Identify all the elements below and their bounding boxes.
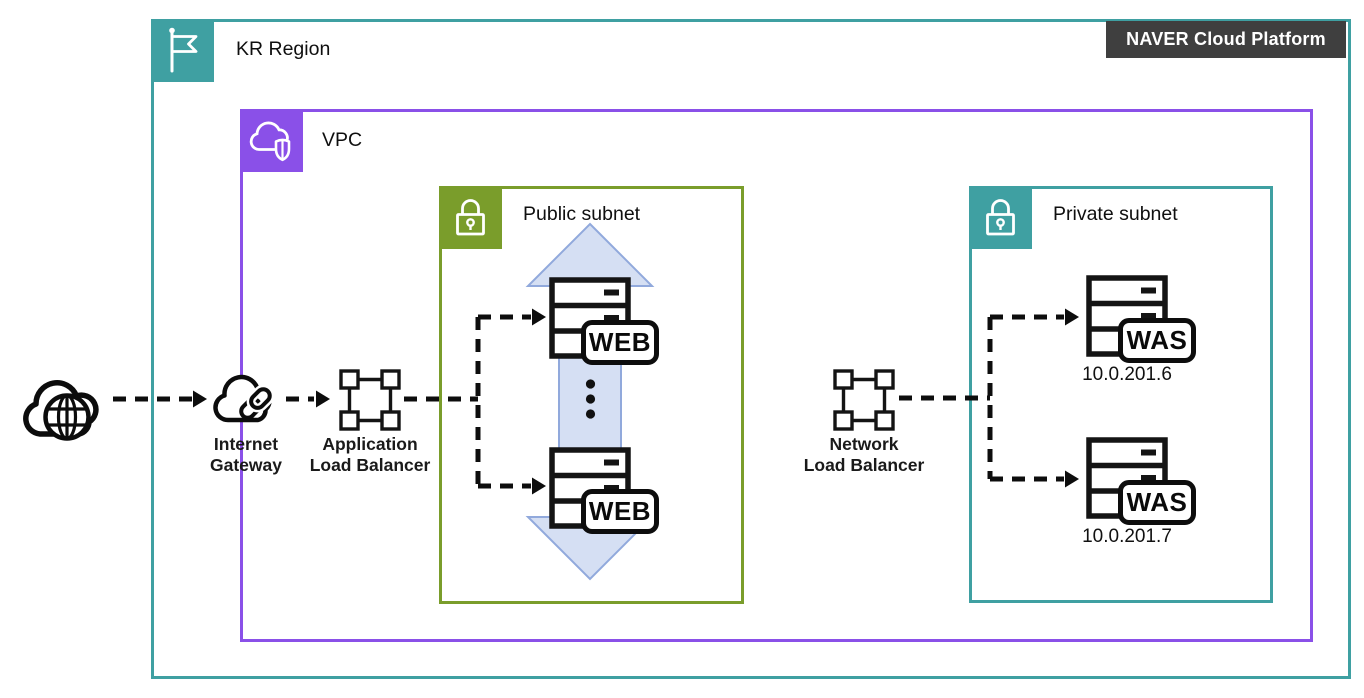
was-badge: WAS (1118, 480, 1196, 525)
lock-icon (969, 186, 1032, 249)
web-badge: WEB (581, 320, 659, 365)
lock-icon (439, 186, 502, 249)
kr-region-box (151, 19, 1351, 679)
app-load-balancer-label: Application Load Balancer (285, 434, 455, 476)
cloud-shield-icon (240, 109, 303, 172)
region-label: KR Region (236, 38, 331, 60)
internet-gateway-label: Internet Gateway (161, 434, 331, 476)
flag-icon (151, 19, 214, 82)
web-badge: WEB (581, 489, 659, 534)
globe-cloud-icon (16, 362, 120, 463)
cloud-link-icon (206, 358, 286, 443)
platform-title: NAVER Cloud Platform (1126, 29, 1326, 49)
load-balancer-icon (336, 366, 404, 439)
was-bottom-ip: 10.0.201.7 (1082, 526, 1172, 547)
app-load-balancer-label-line1: Application (322, 434, 418, 454)
network-load-balancer-label-line2: Load Balancer (803, 455, 925, 475)
public-subnet-label: Public subnet (523, 203, 641, 225)
internet-gateway-label-line1: Internet (213, 434, 279, 454)
platform-title-badge: NAVER Cloud Platform (1106, 21, 1346, 58)
vpc-label: VPC (322, 129, 363, 151)
app-load-balancer-label-line2: Load Balancer (309, 455, 431, 475)
network-load-balancer-label-line1: Network (829, 434, 899, 454)
internet-gateway-label-line2: Gateway (210, 455, 282, 475)
was-top-ip: 10.0.201.6 (1082, 364, 1172, 385)
private-subnet-box (969, 186, 1273, 603)
private-subnet-label: Private subnet (1053, 203, 1178, 225)
load-balancer-icon (830, 366, 898, 439)
was-badge: WAS (1118, 318, 1196, 363)
public-subnet-box (439, 186, 744, 604)
network-load-balancer-label: Network Load Balancer (779, 434, 949, 476)
